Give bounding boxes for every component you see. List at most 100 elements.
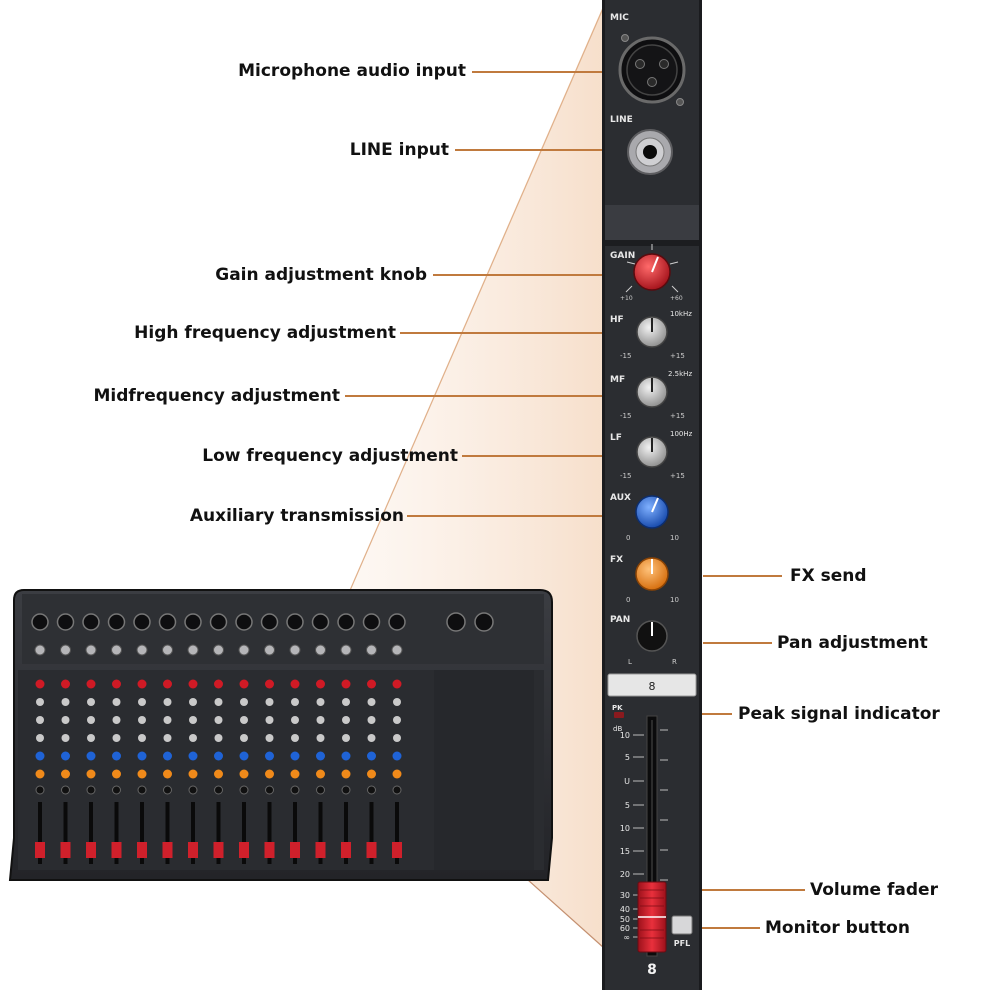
mixer-aux-knob xyxy=(239,751,249,761)
mixer-fader-cap xyxy=(213,842,224,858)
mixer-gain-knob xyxy=(290,679,300,689)
mixer-xlr-socket xyxy=(209,613,228,631)
mixer-pan-knob xyxy=(239,785,249,795)
fx-max-label: 10 xyxy=(670,596,679,604)
mixer-fader-track xyxy=(63,802,68,864)
mixer-gain-knob xyxy=(341,679,351,689)
mixer-line-jack xyxy=(136,644,148,656)
mixer-pan-knob xyxy=(61,785,70,795)
mixer-mf-knob xyxy=(240,716,248,724)
mixer-line-jack xyxy=(187,644,199,656)
gain-max-label: +60 xyxy=(670,295,683,302)
mixer-fader-cap xyxy=(239,842,249,858)
callout-fx-send: FX send xyxy=(790,566,867,586)
mixer-hf-knob xyxy=(393,698,401,706)
lf-min-label: -15 xyxy=(620,472,631,480)
mixer-fx-knob xyxy=(137,769,147,779)
callout-low-frequency: Low frequency adjustment xyxy=(202,446,458,466)
pan-label: PAN xyxy=(610,615,630,625)
mixer-fx-knob xyxy=(86,769,96,779)
mixer-mf-knob xyxy=(36,716,44,724)
mixer-pan-knob xyxy=(290,785,300,795)
pfl-button[interactable] xyxy=(671,915,693,935)
mixer-fx-knob xyxy=(188,769,198,779)
mixer-xlr-socket xyxy=(362,613,381,631)
channel-number: 8 xyxy=(649,680,656,693)
mixer-fx-knob xyxy=(61,769,70,779)
mixer-mf-knob xyxy=(61,716,70,724)
mixer-mf-knob xyxy=(265,716,274,724)
mixer-fader-track xyxy=(293,802,297,864)
pfl-label: PFL xyxy=(674,939,690,948)
mixer-lf-knob xyxy=(36,734,44,742)
mixer-xlr-socket xyxy=(184,613,202,631)
mixer-aux-knob xyxy=(188,751,198,761)
mixer-fader-cap xyxy=(315,842,326,858)
mixer-gain-knob xyxy=(239,679,249,689)
fader-scale-label: 5 xyxy=(625,801,630,810)
mixer-fader-cap xyxy=(86,842,96,858)
mixer-xlr-socket xyxy=(82,613,100,631)
channel-number-plate xyxy=(607,673,697,697)
lf-max-label: +15 xyxy=(670,472,685,480)
mf-min-label: -15 xyxy=(620,412,631,420)
callout-mic-input: Microphone audio input xyxy=(238,61,466,81)
mixer-aux-knob xyxy=(341,751,351,761)
callout-line-input: LINE input xyxy=(349,140,449,160)
mixer-fx-knob xyxy=(265,769,274,779)
mixer-xlr-socket xyxy=(107,613,126,631)
mixer-gain-knob xyxy=(163,679,172,689)
mixer-hf-knob xyxy=(189,698,197,706)
mixer-pan-knob xyxy=(265,785,274,795)
fader-scale-label: 5 xyxy=(625,753,630,762)
fader-scale-label: 60 xyxy=(620,924,630,933)
mixer-fader-cap xyxy=(264,842,275,858)
mixer-fader-cap xyxy=(35,842,45,858)
fader-scale-label: 40 xyxy=(620,905,630,914)
mixer-aux-knob xyxy=(316,751,325,761)
mixer-xlr-socket xyxy=(286,613,304,631)
db-label: dB xyxy=(613,725,622,733)
lf-freq-label: 100Hz xyxy=(670,430,693,438)
mixer-hf-knob xyxy=(316,698,325,706)
mixer-fader-track xyxy=(165,802,170,864)
mixer-fader-cap xyxy=(392,842,402,858)
channel-strip: MIC LINE GAIN +10 +60 HF 10kHz -15 +15 M… xyxy=(602,0,702,990)
mixer-fader-track xyxy=(318,802,323,864)
lf-label: LF xyxy=(610,433,622,443)
mixer-pan-knob xyxy=(112,785,121,795)
mixer-mf-knob xyxy=(163,716,172,724)
mic-label: MIC xyxy=(610,13,629,23)
mixer-xlr-socket xyxy=(260,613,279,631)
callout-gain: Gain adjustment knob xyxy=(215,265,427,285)
mixer-aux-knob xyxy=(392,751,402,761)
panel-divider xyxy=(605,205,699,245)
mixer-master-section xyxy=(434,670,534,870)
mixer-pan-knob xyxy=(137,785,147,795)
mixer-xlr-socket xyxy=(311,613,330,631)
mixer-fader-cap xyxy=(111,842,122,858)
mixer-aux-knob xyxy=(290,751,300,761)
mixer-gain-knob xyxy=(214,679,223,689)
mixer-lf-knob xyxy=(214,734,223,742)
mixer-overview xyxy=(8,589,553,881)
fader-scale-label: 30 xyxy=(620,891,630,900)
mixer-aux-knob xyxy=(35,751,45,761)
mixer-fader-track xyxy=(267,802,272,864)
mixer-line-jack xyxy=(340,644,352,656)
mixer-hf-knob xyxy=(367,698,376,706)
mixer-line-jack xyxy=(238,644,250,656)
mixer-line-jack xyxy=(315,644,326,656)
mixer-mf-knob xyxy=(291,716,299,724)
aux-max-label: 10 xyxy=(670,534,679,542)
callout-peak: Peak signal indicator xyxy=(738,704,940,724)
mixer-master-xlr-l xyxy=(446,612,466,632)
mixer-mf-knob xyxy=(367,716,376,724)
mixer-top-panel xyxy=(22,594,544,664)
fader-scale-label: U xyxy=(624,777,630,786)
mixer-xlr-socket xyxy=(133,613,151,631)
mixer-fx-knob xyxy=(290,769,300,779)
mixer-pan-knob xyxy=(86,785,96,795)
mixer-gain-knob xyxy=(265,679,274,689)
mixer-mf-knob xyxy=(342,716,350,724)
